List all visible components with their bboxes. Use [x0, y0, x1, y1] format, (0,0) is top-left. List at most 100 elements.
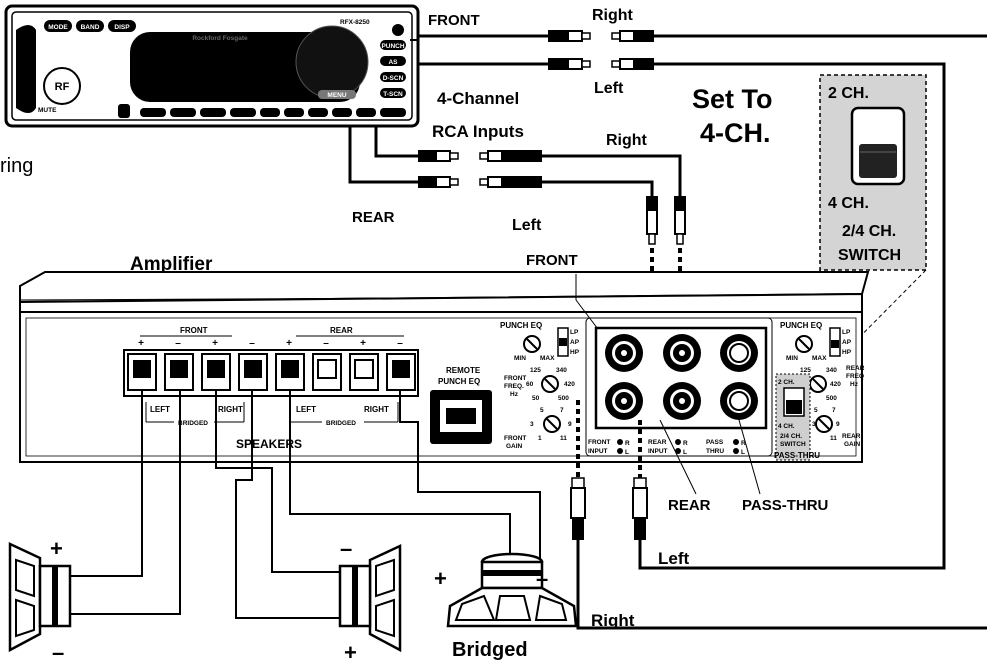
- rear-left-jack[interactable]: [663, 382, 701, 420]
- band-button[interactable]: [76, 20, 104, 32]
- remote-punch-eq: REMOTE PUNCH EQ: [430, 366, 492, 444]
- label-left-bottom: Left: [658, 549, 690, 568]
- pass-right-jack[interactable]: [720, 334, 758, 372]
- rc-g5: 5: [814, 407, 818, 414]
- tscn-button-label: T-SCN: [383, 91, 403, 98]
- label-4-ch: 4-CH.: [700, 118, 771, 148]
- inset-switch-line1: 2/4 CH.: [842, 223, 896, 240]
- inset-4ch: 4 CH.: [828, 195, 869, 212]
- il-pass-2: THRU: [706, 448, 724, 455]
- mode-button[interactable]: [44, 20, 72, 32]
- lc-g1: 1: [538, 435, 542, 442]
- label-bridged: Bridged: [452, 639, 528, 661]
- front-left-jack[interactable]: [605, 382, 643, 420]
- lc-front-gain-2: GAIN: [506, 443, 523, 450]
- il-front-2: INPUT: [588, 448, 608, 455]
- head-unit-side-buttons: PUNCH AS D-SCN T-SCN: [380, 24, 406, 98]
- dscn-button[interactable]: [380, 72, 406, 82]
- volume-knob[interactable]: [295, 25, 369, 99]
- rc-2ch: 2 CH.: [778, 379, 795, 386]
- front-right-jack[interactable]: [605, 334, 643, 372]
- terminals-right-2: RIGHT: [364, 405, 389, 414]
- label-right-mid: Right: [606, 132, 648, 149]
- head-unit: RF MUTE MODE BAND DISP Rockford Fosgate …: [4, 4, 420, 128]
- remote-line2: PUNCH EQ: [438, 377, 480, 386]
- terminals-front: FRONT: [180, 326, 208, 335]
- punch-button-label: PUNCH: [381, 43, 404, 50]
- head-unit-brand: Rockford Fosgate: [192, 35, 248, 42]
- terminals-bridged-2: BRIDGED: [326, 420, 356, 427]
- lc-f50: 50: [532, 395, 540, 402]
- il-pass-1: PASS: [706, 439, 724, 446]
- sub-spk-minus: –: [536, 566, 548, 591]
- tscn-button[interactable]: [380, 88, 406, 98]
- sub-spk-plus: +: [434, 566, 447, 591]
- power-button[interactable]: [392, 24, 404, 36]
- rc-f420: 420: [830, 381, 841, 388]
- label-rear-rca: REAR: [668, 497, 711, 514]
- rc-f500: 500: [826, 395, 837, 402]
- rc-f340: 340: [826, 367, 837, 374]
- rc-sw-2: SWITCH: [780, 441, 806, 448]
- head-unit-top-buttons: MODE BAND DISP: [44, 20, 136, 32]
- lc-f340: 340: [556, 367, 567, 374]
- left-speaker: + –: [8, 536, 72, 664]
- lc-ap: AP: [570, 339, 580, 346]
- inset-switch-slider[interactable]: [859, 144, 897, 178]
- rc-hp: HP: [842, 349, 852, 356]
- label-rca-inputs: RCA Inputs: [432, 122, 524, 141]
- head-unit-faceplate-left: RF MUTE: [16, 25, 81, 114]
- rear-right-jack[interactable]: [663, 334, 701, 372]
- terminals-speakers: SPEAKERS: [236, 437, 302, 451]
- rc-g9: 9: [836, 421, 840, 428]
- inset-2ch: 2 CH.: [828, 85, 869, 102]
- disp-button-label: DISP: [114, 24, 130, 31]
- lc-g11: 11: [560, 435, 567, 442]
- il-pass-r: R: [741, 440, 746, 447]
- inset-switch-line2: SWITCH: [838, 247, 901, 264]
- rc-max: MAX: [812, 355, 827, 362]
- il-front-r: R: [625, 440, 630, 447]
- disp-button[interactable]: [108, 20, 136, 32]
- label-right-bottom: Right: [591, 611, 635, 630]
- lc-min: MIN: [514, 355, 526, 362]
- il-rear-1: REAR: [648, 439, 667, 446]
- pass-left-jack[interactable]: [720, 382, 758, 420]
- left-spk-minus: –: [52, 640, 64, 664]
- remote-line1: REMOTE: [446, 366, 481, 375]
- pol-6: –: [323, 338, 329, 349]
- lc-max: MAX: [540, 355, 555, 362]
- rc-rear-gain-1: REAR: [842, 433, 861, 440]
- rc-4ch: 4 CH.: [778, 423, 795, 430]
- lc-g7: 7: [560, 407, 564, 414]
- terminal-screws: [127, 353, 416, 391]
- rc-g3: 3: [812, 421, 816, 428]
- label-left-mid: Left: [512, 217, 542, 234]
- as-button-label: AS: [388, 59, 398, 66]
- pol-5: +: [286, 338, 292, 349]
- head-unit-logo: RF: [55, 81, 70, 93]
- speaker-wires: [68, 390, 541, 619]
- punch-button[interactable]: [380, 40, 406, 50]
- rc-sw-1: 2/4 CH.: [780, 433, 802, 440]
- terminals-bridged-1: BRIDGED: [178, 420, 208, 427]
- lc-g9: 9: [568, 421, 572, 428]
- rc-lp: LP: [842, 329, 851, 336]
- lc-freq: FREQ.: [504, 383, 524, 390]
- lc-g3: 3: [530, 421, 534, 428]
- mode-button-label: MODE: [48, 24, 68, 31]
- rc-min: MIN: [786, 355, 798, 362]
- rca-input-jacks: FRONT INPUT R L REAR INPUT R L PASS THRU…: [585, 317, 773, 457]
- label-pass-thru-rca: PASS-THRU: [742, 497, 828, 514]
- lc-punch-eq: PUNCH EQ: [500, 321, 542, 330]
- pol-7: +: [360, 338, 366, 349]
- pol-2: –: [175, 338, 181, 349]
- front-rca-cables: [418, 30, 987, 630]
- as-button[interactable]: [380, 56, 406, 66]
- lc-f60: 60: [526, 381, 534, 388]
- terminals-rear: REAR: [330, 326, 353, 335]
- lc-lp: LP: [570, 329, 579, 336]
- rc-rear-freq-1: REAR: [846, 365, 865, 372]
- mid-spk-minus: –: [340, 536, 352, 561]
